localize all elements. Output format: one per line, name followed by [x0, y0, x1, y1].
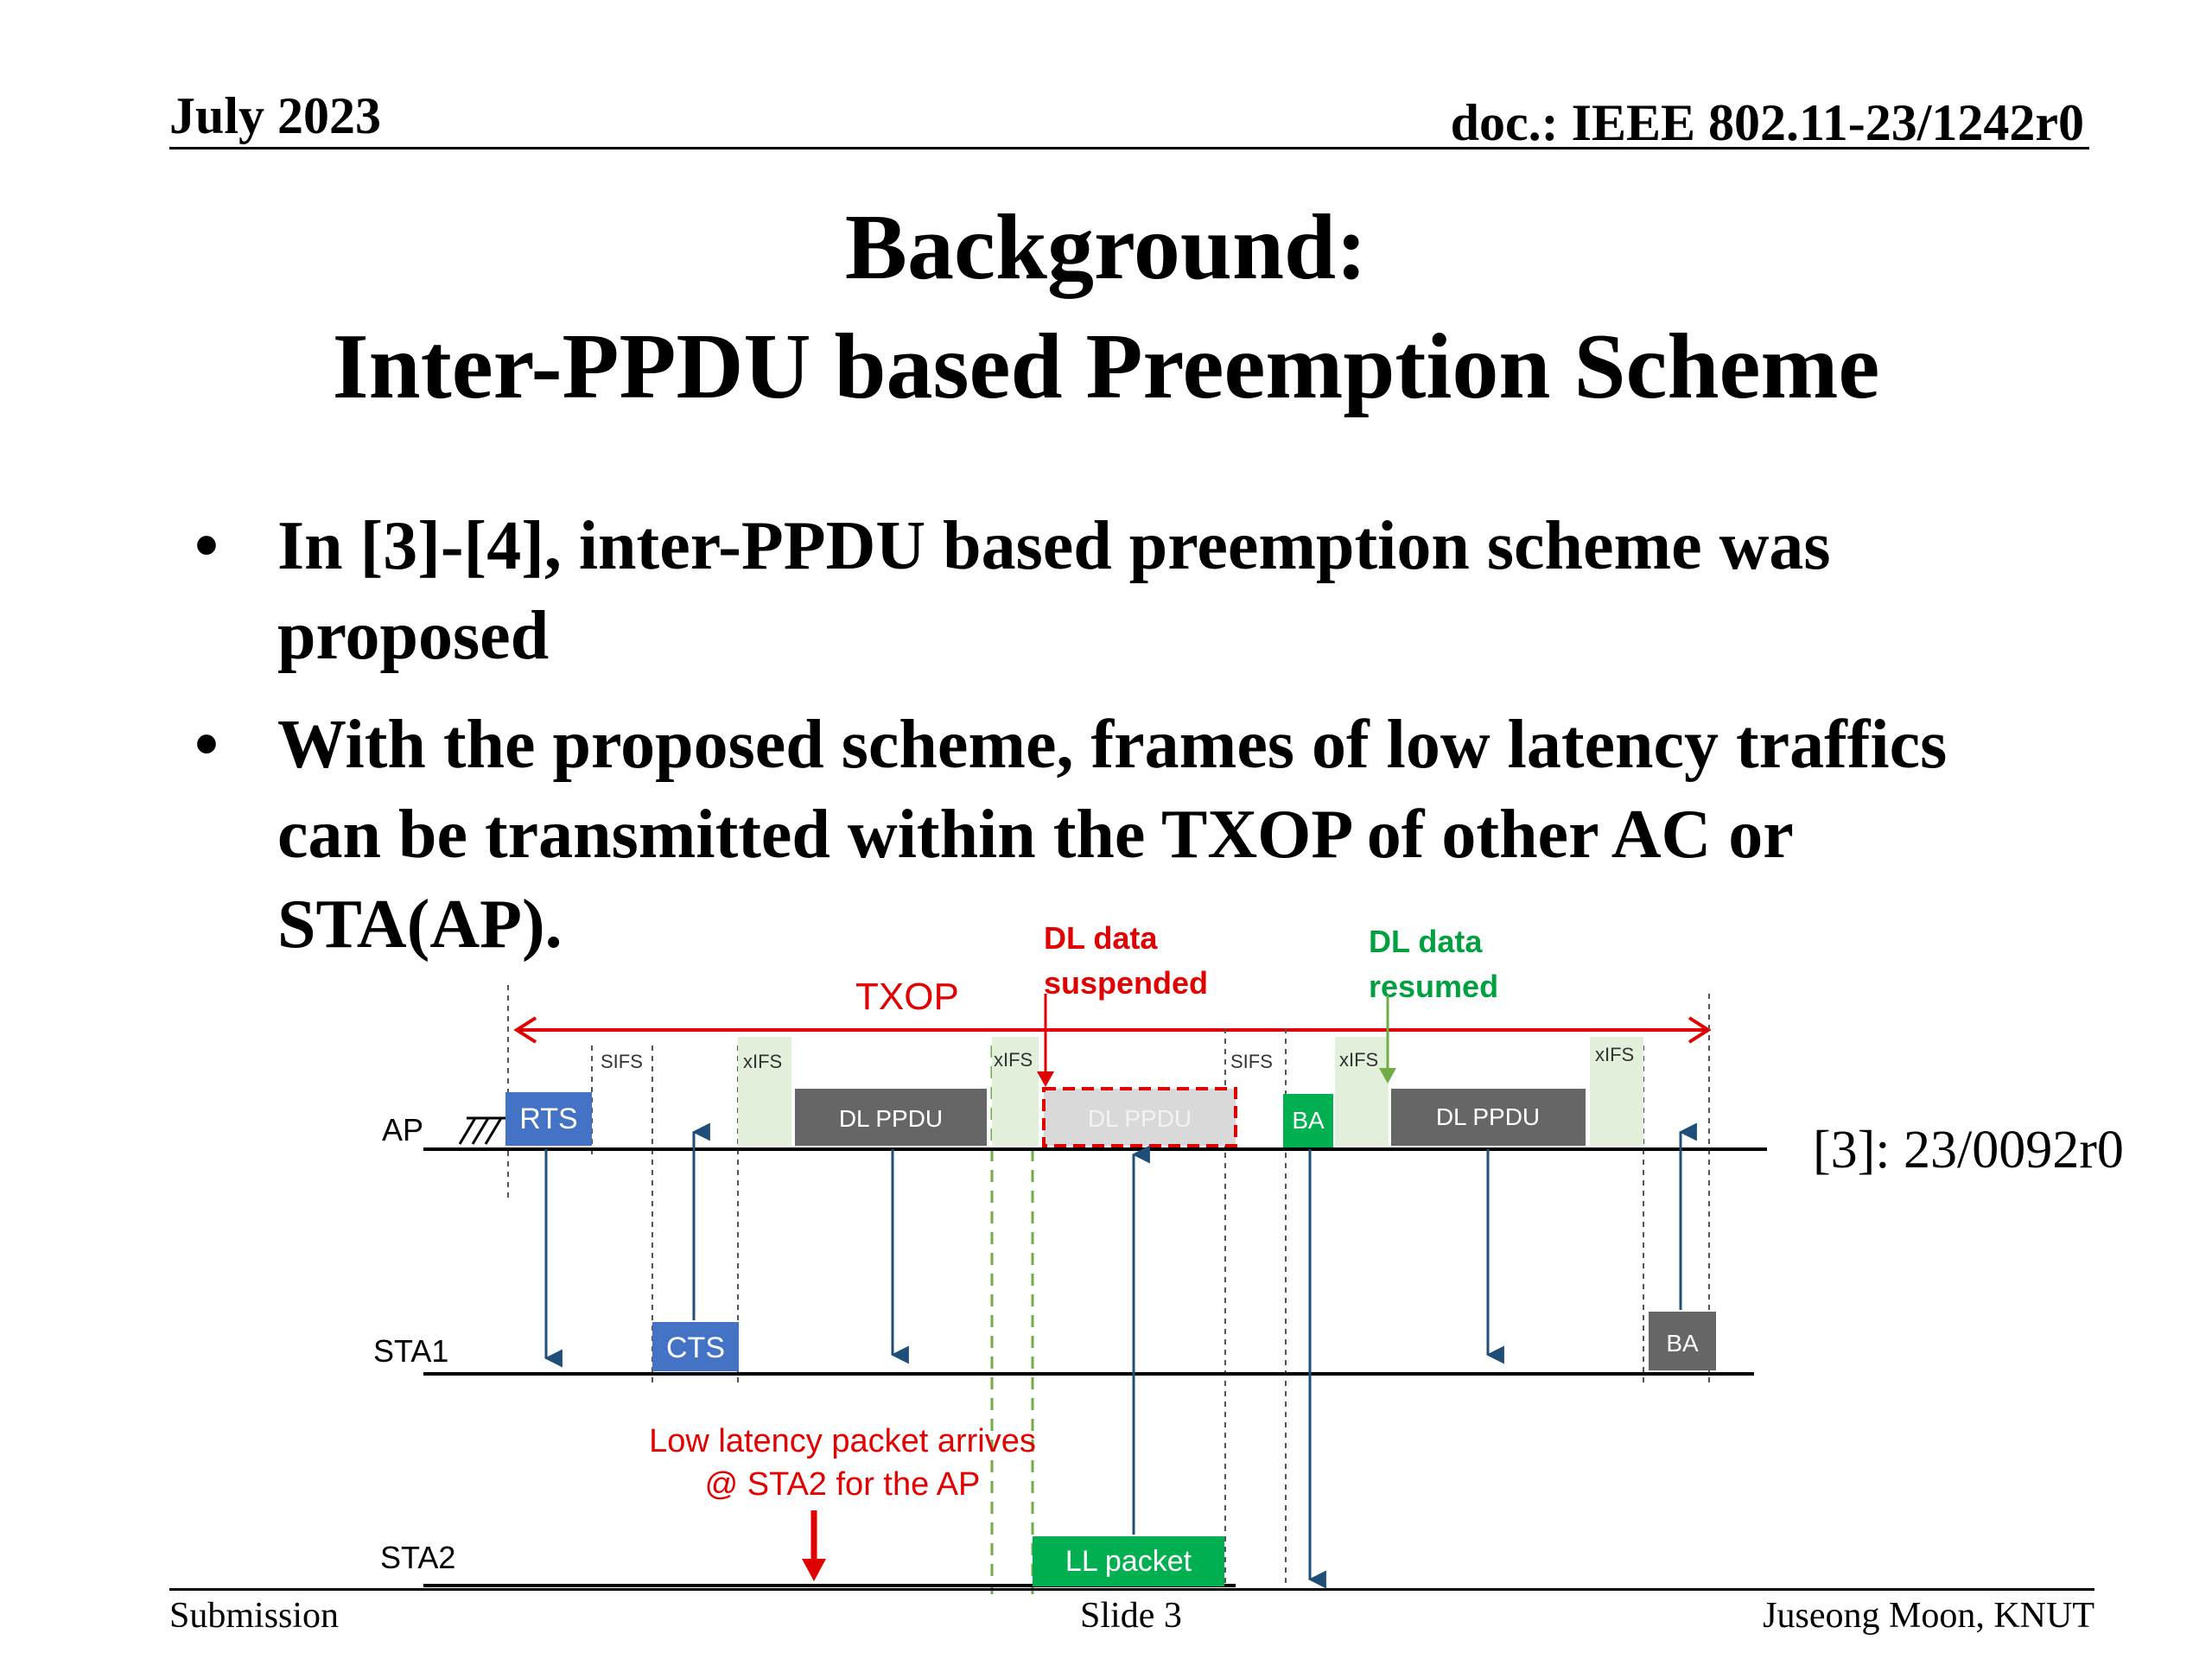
sta1-label: STA1 — [373, 1333, 448, 1369]
sta2-label: STA2 — [380, 1540, 455, 1575]
reference-note: [3]: 23/0092r0 — [1813, 1121, 2124, 1179]
ifs-box — [1590, 1037, 1643, 1146]
ll-packet-label: LL packet — [1065, 1545, 1192, 1578]
footer-author: Juseong Moon, KNUT — [1763, 1596, 2094, 1636]
dl-ppdu-frame — [795, 1089, 987, 1146]
xifs-label: xIFS — [1339, 1049, 1378, 1071]
green-arrow-icon — [1379, 1068, 1396, 1084]
ifs-box — [1335, 1037, 1389, 1146]
xifs-label: xIFS — [1595, 1044, 1634, 1065]
footer-submission: Submission — [169, 1596, 340, 1636]
bullet-symbol: • — [194, 508, 219, 584]
ba-sta1-label: BA — [1666, 1330, 1699, 1357]
sifs-label: SIFS — [1230, 1051, 1273, 1072]
resumed-callout: DL data resumed — [1369, 924, 1498, 1084]
title-line-2: Inter-PPDU based Preemption Scheme — [332, 315, 1880, 418]
bullet-symbol: • — [194, 707, 219, 783]
bullet-item: • In [3]-[4], inter-PPDU based preemptio… — [194, 501, 2026, 681]
ba-label: BA — [1292, 1107, 1325, 1134]
bullet-text: In [3]-[4], inter-PPDU based preemption … — [277, 508, 1831, 674]
bullet-list: • In [3]-[4], inter-PPDU based preemptio… — [194, 501, 2026, 988]
header-rule — [169, 147, 2089, 149]
rts-frame — [505, 1092, 592, 1146]
ll-arrival-callout: Low latency packet arrives @ STA2 for th… — [649, 1423, 1036, 1581]
ba-sta1-frame — [1649, 1312, 1716, 1370]
cts-label: CTS — [666, 1332, 725, 1364]
sifs-label: SIFS — [601, 1051, 643, 1072]
arrival-arrow-icon — [802, 1559, 826, 1581]
xifs-label: xIFS — [994, 1049, 1033, 1071]
suspended-line-1: DL data — [1044, 920, 1158, 956]
backoff-hatch-icon — [458, 1116, 508, 1145]
bullet-item: • With the proposed scheme, frames of lo… — [194, 700, 2026, 969]
resumed-line-2: resumed — [1369, 969, 1498, 1004]
ba-frame — [1283, 1094, 1333, 1147]
txop-span: TXOP — [513, 976, 1712, 1044]
title-line-1: Background: — [844, 196, 1368, 299]
dl-ppdu-label: DL PPDU — [839, 1105, 943, 1132]
ll-packet-frame — [1033, 1536, 1224, 1586]
xifs-label: xIFS — [743, 1051, 782, 1072]
ll-arrive-line-1: Low latency packet arrives — [649, 1423, 1036, 1459]
timing-guides — [507, 985, 1710, 1590]
cts-frame — [652, 1322, 739, 1371]
transmission-arrows — [543, 1122, 1697, 1589]
dl-ppdu-suspended-label: DL PPDU — [1088, 1105, 1192, 1132]
header-date: July 2023 — [169, 87, 382, 144]
footer-rule — [169, 1588, 2094, 1591]
suspended-line-2: suspended — [1044, 965, 1208, 1001]
ll-arrive-line-2: @ STA2 for the AP — [705, 1466, 981, 1503]
ifs-box — [738, 1037, 791, 1146]
footer-slide-number: Slide 3 — [1080, 1596, 1182, 1636]
dl-ppdu-resumed-label: DL PPDU — [1436, 1103, 1540, 1130]
bullet-text: With the proposed scheme, frames of low … — [277, 707, 1948, 963]
resumed-line-1: DL data — [1369, 924, 1483, 959]
suspended-callout: DL data suspended — [1037, 920, 1208, 1087]
ap-label: AP — [382, 1112, 423, 1147]
dl-ppdu-resumed-frame — [1391, 1089, 1586, 1146]
txop-label: TXOP — [855, 976, 959, 1018]
slide-title: Background: Inter-PPDU based Preemption … — [0, 188, 2212, 427]
header-doc-id: doc.: IEEE 802.11-23/1242r0 — [1450, 94, 2084, 151]
rts-label: RTS — [519, 1103, 577, 1135]
ifs-box — [992, 1037, 1039, 1146]
red-arrow-icon — [1037, 1071, 1054, 1087]
